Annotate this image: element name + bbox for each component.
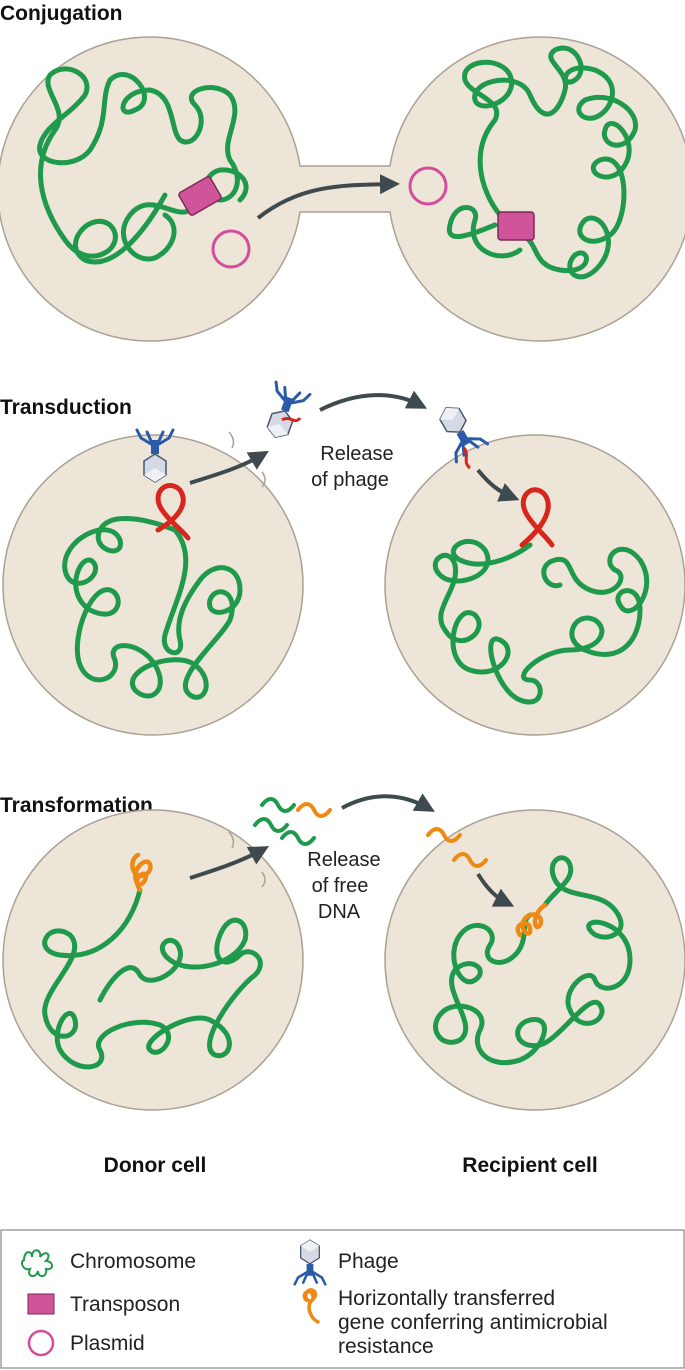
transduction-inject-arrow xyxy=(476,468,520,502)
transduction-released-phage-icon xyxy=(256,380,312,445)
conjugation-transfer-arrow xyxy=(256,174,400,220)
transformation-donor-chromosome xyxy=(42,887,263,1070)
transduction-recipient-phage-dna xyxy=(519,487,555,548)
legend-chromosome-icon xyxy=(21,1249,53,1277)
transformation-note-line3: DNA xyxy=(318,901,361,923)
section-title-transduction: Transduction xyxy=(0,396,132,419)
legend-plasmid-label: Plasmid xyxy=(70,1332,145,1355)
recipient-cell-caption: Recipient cell xyxy=(462,1154,597,1177)
free-dna-fragment xyxy=(280,830,316,846)
conjugation-recipient-transposon xyxy=(497,211,535,241)
transduction-injected-dna xyxy=(462,447,472,470)
transduction-donor-phage-dna xyxy=(155,483,191,541)
transduction-membrane-gap-top xyxy=(228,431,235,449)
free-dna-fragment-resistance xyxy=(452,852,488,868)
legend-chromosome-label: Chromosome xyxy=(70,1250,196,1273)
transformation-travel-arrow xyxy=(341,793,435,812)
transformation-note-line2: of free xyxy=(312,875,369,897)
legend-hgt-label-line3: resistance xyxy=(338,1335,434,1358)
transduction-membrane-gap-bottom xyxy=(261,471,266,488)
transduction-travel-arrow xyxy=(319,390,428,412)
transformation-membrane-gap-top xyxy=(228,831,235,849)
transduction-donor-chromosome xyxy=(62,515,243,700)
transformation-release-arrow xyxy=(189,846,270,880)
conjugation-donor-chromosome xyxy=(37,66,249,265)
transduction-recipient-chromosome xyxy=(432,538,650,705)
transformation-donor-resistance-gene xyxy=(130,852,153,893)
conjugation-recipient-chromosome xyxy=(462,45,638,280)
transformation-recipient-chromosome xyxy=(433,855,633,1066)
transformation-free-dna-fragments xyxy=(253,797,488,868)
legend-hgt-label-line1: Horizontally transferred xyxy=(338,1287,555,1310)
free-dna-fragment xyxy=(253,817,289,833)
transduction-note-line1: Release xyxy=(320,443,393,465)
conjugation-recipient-chromosome-left xyxy=(446,205,523,259)
transduction-recipient-cell xyxy=(384,434,685,736)
legend-transposon-label: Transposon xyxy=(70,1293,180,1316)
transformation-recipient-resistance-gene xyxy=(515,902,548,938)
legend-phage-label: Phage xyxy=(338,1250,399,1273)
transformation-note-line1: Release xyxy=(307,849,380,871)
free-dna-fragment-resistance xyxy=(296,802,332,818)
transduction-released-phage-dna xyxy=(281,416,302,423)
legend-transposon-icon xyxy=(27,1293,55,1315)
transformation-membrane-gap-bottom xyxy=(261,871,266,888)
conjugation-donor-chromosome-lower xyxy=(121,202,193,262)
legend-plasmid-icon xyxy=(27,1329,55,1357)
conjugation-donor-transposon xyxy=(178,176,222,216)
free-dna-fragment xyxy=(260,797,296,813)
legend-box xyxy=(0,1229,685,1369)
legend-hgt-label-line2: gene conferring antimicrobial xyxy=(338,1311,608,1334)
section-title-conjugation: Conjugation xyxy=(0,2,122,25)
conjugation-cells xyxy=(0,36,685,342)
transduction-note-line2: of phage xyxy=(311,469,389,491)
transformation-recipient-cell xyxy=(384,809,685,1111)
conjugation-donor-plasmid xyxy=(211,229,251,269)
section-title-transformation: Transformation xyxy=(0,794,153,817)
transformation-uptake-arrow xyxy=(476,872,515,907)
legend-resistance-gene-icon xyxy=(302,1288,320,1324)
free-dna-fragment-resistance xyxy=(426,827,462,843)
transduction-release-arrow xyxy=(189,450,269,485)
donor-cell-caption: Donor cell xyxy=(104,1154,207,1177)
conjugation-recipient-plasmid xyxy=(408,166,448,206)
conjugation-cell-pair xyxy=(0,36,685,342)
